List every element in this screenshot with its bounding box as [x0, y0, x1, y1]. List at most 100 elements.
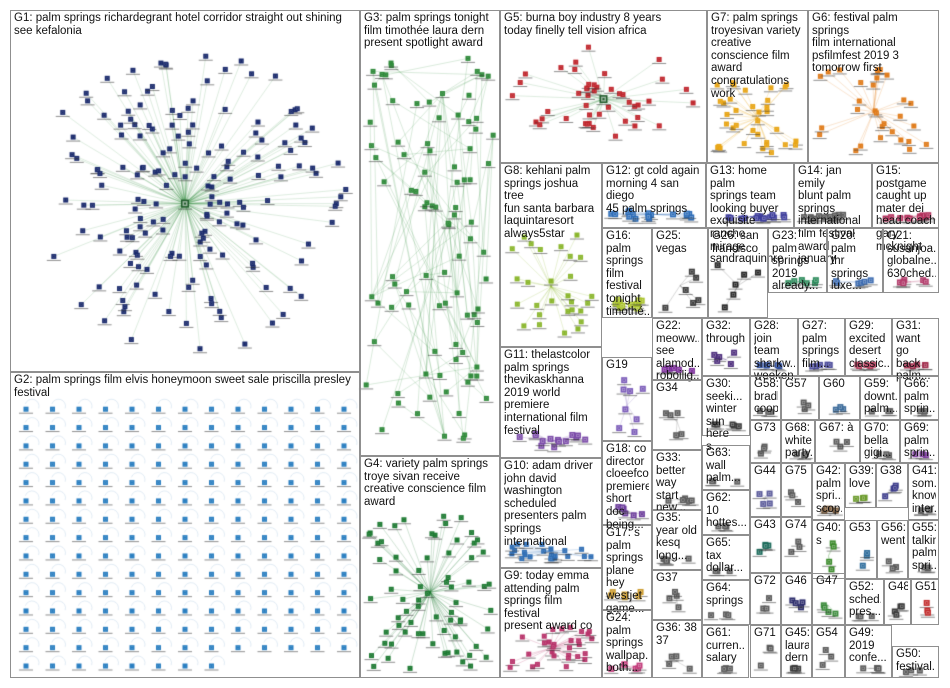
group-g34-label: G34	[656, 382, 678, 394]
group-g63-label: G63: wall palm...	[706, 447, 741, 485]
group-g1-label: G1: palm springs richardegrant hotel cor…	[14, 12, 342, 37]
group-g27-box: G27: palm springs film...	[798, 318, 845, 376]
group-g72-box: G72	[750, 573, 781, 625]
group-g9-label: G9: today emma attending palm springs fi…	[504, 570, 593, 633]
group-g9-box: G9: today emma attending palm springs fi…	[500, 568, 602, 678]
group-g1-box: G1: palm springs richardegrant hotel cor…	[10, 10, 360, 372]
group-g40-box: G40: s	[812, 520, 845, 579]
group-g53-box: G53	[845, 520, 877, 579]
group-g48-label: G48	[888, 581, 908, 593]
group-g6-label: G6: festival palm springs film internati…	[812, 12, 899, 75]
group-g30-box: G30: seeki... winter sun here s...	[702, 376, 750, 453]
group-g21-label: G21: susanjoa... globalne... 630ched...	[887, 230, 936, 280]
group-g10-label: G10: adam driver john david washington s…	[504, 460, 593, 548]
group-g54-box: G54	[812, 625, 845, 678]
group-g63-box: G63: wall palm...	[702, 445, 750, 490]
group-g68-box: G68: white party...	[781, 420, 815, 463]
group-g31-label: G31: want go back palm...	[896, 320, 931, 383]
group-g12-label: G12: gt cold again morning 4 san diego 4…	[606, 165, 700, 215]
group-g57-box: G57	[781, 376, 819, 420]
group-g28-label: G28: join team sharkw... weeken...	[754, 320, 795, 383]
group-g67-box: G67: à	[815, 420, 860, 463]
group-g47-label: G47	[816, 575, 838, 587]
group-g44-label: G44	[754, 465, 776, 477]
group-g73-label: G73	[754, 422, 776, 434]
group-g65-box: G65: tax dollar...	[702, 535, 750, 580]
group-g23-label: G23: palm springs 2019 already...	[772, 230, 819, 293]
group-g14-box: G14: jan emily blunt palm springs intern…	[794, 163, 872, 265]
group-g5-box: G5: burna boy industry 8 years today fin…	[500, 10, 707, 163]
group-g25-label: G25: vegas	[656, 230, 687, 255]
group-g13-box: G13: home palm springs team looking buye…	[706, 163, 794, 265]
group-g66-label: G66: palm sprin...	[904, 378, 936, 416]
group-g37-box: G37	[652, 570, 702, 620]
group-g4-box: G4: variety palm springs troye sivan rec…	[360, 456, 500, 678]
group-g17-box: G17: s palm springs plane hey westjet ga…	[602, 525, 652, 615]
group-g37-label: G37	[656, 572, 678, 584]
group-g35-label: G35: year old kesq long...	[656, 512, 697, 562]
group-g26-label: G26: san francisco	[712, 230, 759, 255]
group-g5-label: G5: burna boy industry 8 years today fin…	[504, 12, 662, 37]
group-g50-box: G50: festival...	[892, 646, 939, 678]
group-g43-box: G43	[750, 517, 781, 573]
group-g45-box: G45: laura dern	[781, 625, 812, 678]
group-g73-box: G73	[750, 420, 781, 463]
group-g31-box: G31: want go back palm...	[892, 318, 939, 382]
group-g35-box: G35: year old kesq long...	[652, 510, 702, 570]
group-g8-box: G8: kehlani palm springs joshua tree fun…	[500, 163, 602, 347]
group-g50-label: G50: festival...	[896, 648, 936, 673]
group-g24-box: G24: palm springs wallpap... both...	[602, 610, 652, 678]
group-g61-label: G61: curren... salary	[706, 627, 746, 665]
group-g66-box: G66: palm sprin...	[900, 376, 939, 420]
group-g6-box: G6: festival palm springs film internati…	[808, 10, 939, 163]
group-g28-box: G28: join team sharkw... weeken...	[750, 318, 798, 382]
group-g11-box: G11: thelastcolor palm springs thevikask…	[500, 347, 602, 458]
group-g29-label: G29: excited desert classic...	[849, 320, 889, 370]
group-g54-label: G54	[816, 627, 838, 639]
group-g46-box: G46	[781, 573, 812, 625]
group-g71-box: G71	[750, 625, 781, 678]
group-g15-box: G15: postgame caught up mater dei head c…	[872, 163, 939, 253]
group-g20-label: G20: palm thr springs luxe...	[831, 230, 869, 293]
group-g36-label: G36: 38 37	[656, 622, 697, 647]
group-g74-box: G74	[781, 517, 812, 573]
group-g18-box: G18: co director cloeefco... premiered s…	[602, 441, 652, 531]
group-g49-box: G49: 2019 confe...	[845, 625, 892, 678]
group-g47-box: G47	[812, 573, 845, 625]
group-g8-label: G8: kehlani palm springs joshua tree fun…	[504, 165, 595, 240]
group-g40-label: G40: s	[816, 522, 841, 547]
group-g52-label: G52: sched... pres...	[849, 581, 881, 619]
group-g45-label: G45: laura dern	[785, 627, 809, 665]
group-g7-box: G7: palm springs troyesivan variety crea…	[707, 10, 808, 163]
group-g58-label: G58: bradley coope...	[754, 378, 778, 416]
group-g42-label: G42: palm spri... scop...	[816, 465, 842, 515]
group-g7-label: G7: palm springs troyesivan variety crea…	[711, 12, 801, 100]
group-g32-box: G32: through	[702, 318, 750, 376]
group-g2-label: G2: palm springs film elvis honeymoon sw…	[14, 374, 351, 399]
group-g56-box: G56: went	[877, 520, 908, 579]
group-g51-box: G51	[911, 579, 939, 625]
group-g74-label: G74	[785, 519, 807, 531]
group-g17-label: G17: s palm springs plane hey westjet ga…	[606, 527, 645, 615]
group-g62-box: G62: 10 hottes...	[702, 490, 750, 535]
group-g52-box: G52: sched... pres...	[845, 579, 884, 625]
group-g71-label: G71	[754, 627, 776, 639]
group-g11-label: G11: thelastcolor palm springs thevikask…	[504, 349, 591, 437]
group-g38-label: G38	[880, 465, 902, 477]
group-g60-label: G60	[823, 378, 845, 390]
group-g39-box: G39: love	[845, 463, 876, 508]
group-g69-label: G69: palm sprin...	[904, 422, 936, 460]
group-g48-box: G48	[884, 579, 911, 625]
group-g18-label: G18: co director cloeefco... premiered s…	[606, 443, 649, 531]
group-g16-label: G16: palm springs film festival tonight …	[606, 230, 649, 318]
group-g19-box: G19	[602, 357, 652, 441]
group-g3-label: G3: palm springs tonight film timothée l…	[364, 12, 489, 50]
group-g4-label: G4: variety palm springs troye sivan rec…	[364, 458, 488, 508]
group-g36-box: G36: 38 37	[652, 620, 702, 678]
group-g41-box: G41: som... know inter...	[908, 463, 939, 520]
group-g70-box: G70: bella gigi...	[860, 420, 900, 463]
group-g19-label: G19	[606, 359, 628, 371]
group-g64-label: G64: springs	[706, 582, 744, 607]
group-g38-box: G38	[876, 463, 908, 508]
group-g72-label: G72	[754, 575, 776, 587]
